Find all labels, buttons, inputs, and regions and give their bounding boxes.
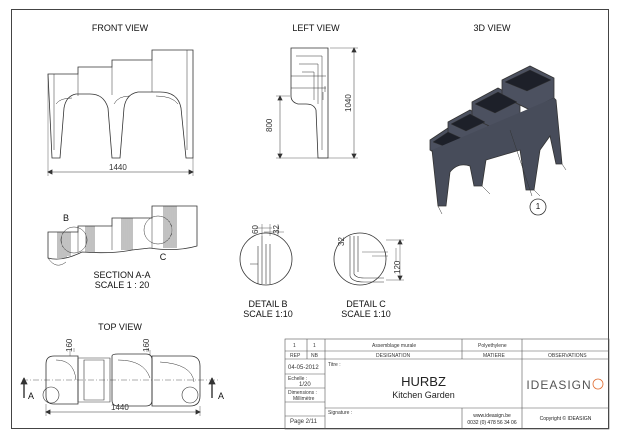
section-arrow-a-left: A [27,391,34,401]
title-field-label: Titre : [328,362,341,368]
copyright: Copyright © IDEASIGN [539,416,592,422]
company-logo: IDEASIGN [526,378,592,392]
part-balloon-number: 1 [535,202,541,211]
section-marker-c: C [159,252,167,262]
bom-row-designation: Assemblage murale [372,343,417,349]
section-scale: SCALE 1 : 20 [94,280,150,290]
drawing-title: HURBZ [401,374,446,389]
sheet-border [11,9,609,429]
front-view-label: FRONT VIEW [91,23,149,33]
detail-c-geometry [333,232,404,286]
page-number: Page 2/11 [290,419,317,425]
detail-b-title: DETAIL B [248,299,288,309]
detail-b-dimension-60: 60 [251,225,260,234]
left-view-label: LEFT VIEW [292,23,340,33]
bom-row-nb: 1 [313,343,316,349]
section-marker-b: B [62,213,69,223]
bom-header-designation: DESIGNATION [376,353,411,359]
signature-label: Signature : [328,410,353,416]
scale-value: 1/20 [299,382,311,388]
detail-c-title: DETAIL C [346,299,386,309]
logo-registered-mark [592,378,604,390]
left-height-800-dimension: 800 [265,118,274,132]
scale-label: Echelle : [288,376,308,382]
detail-c-scale: SCALE 1:10 [341,309,391,319]
drawing-subtitle: Kitchen Garden [392,390,455,400]
detail-c-dimension-32: 32 [337,237,346,246]
detail-b-dimension-32: 32 [272,225,281,234]
top-depth-dimension-1: 160 [65,338,74,352]
top-view-label: TOP VIEW [98,322,142,332]
left-view-geometry [276,47,358,159]
front-width-dimension: 1440 [109,163,127,172]
bom-header-observations: OBSERVATIONS [548,353,587,359]
top-depth-dimension-2: 160 [142,338,151,352]
detail-c-dimension-120: 120 [393,260,402,274]
website: www.ideasign.be [473,413,511,419]
bom-header-nb: NB [311,353,318,359]
bom-row-matiere: Polyethylene [478,343,507,349]
3d-view-geometry [429,65,567,216]
section-title: SECTION A-A [93,270,151,280]
section-arrow-a-right: A [217,391,224,401]
phone-number: 0032 (0) 478 56 34 06 [467,420,517,426]
bom-header-matiere: MATIERE [483,353,505,359]
left-height-1040-dimension: 1040 [344,94,353,112]
front-view-geometry [47,49,194,176]
title-block-grid [284,338,610,430]
detail-b-geometry [239,224,293,286]
bom-row-rep: 1 [293,343,296,349]
drawing-date: 04-05-2012 [288,365,319,371]
detail-b-scale: SCALE 1:10 [243,309,293,319]
dimensions-value: Millimètre [293,396,315,402]
top-width-dimension: 1440 [111,403,129,412]
bom-header-rep: REP [290,353,301,359]
section-view-geometry [47,205,198,266]
top-view-geometry [20,348,218,416]
dimensions-label: Dimensions : [288,390,317,396]
3d-view-label: 3D VIEW [473,23,511,33]
